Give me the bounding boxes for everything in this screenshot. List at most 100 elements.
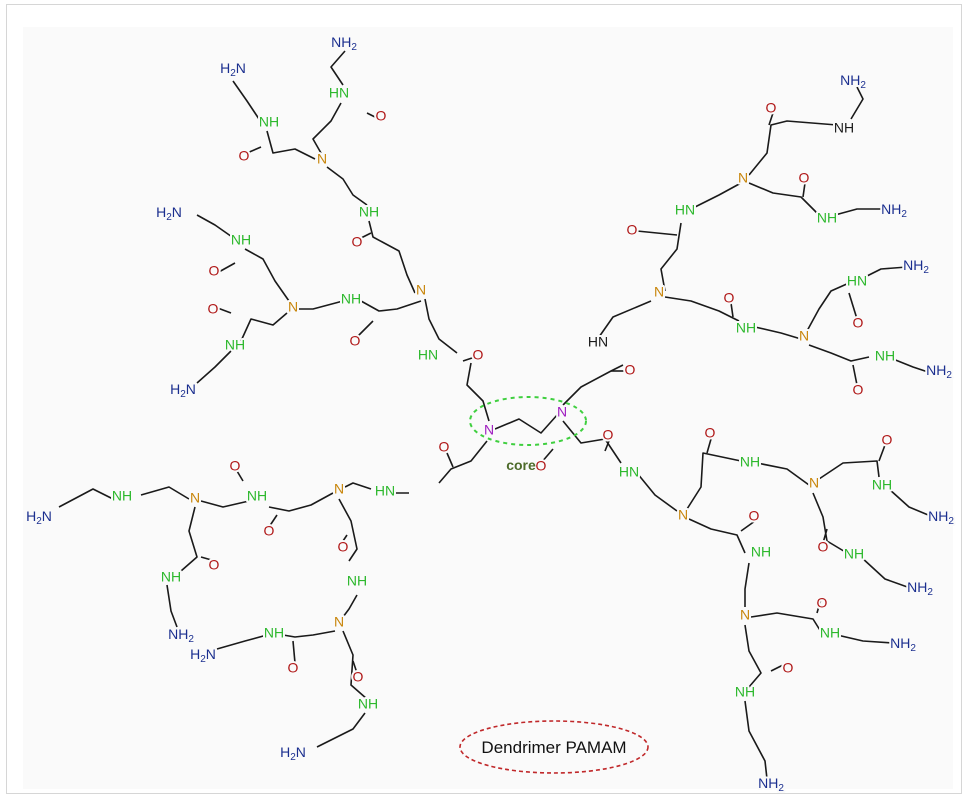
atom-label-halo: HN [588, 334, 608, 350]
atom-label-halo: H2N [26, 508, 52, 527]
atom-label-halo: O [352, 234, 363, 250]
atom-label-halo: NH [359, 204, 379, 220]
atom-label-halo: O [439, 439, 450, 455]
atom-label: N [809, 475, 819, 491]
atom-label-halo: O [376, 108, 387, 124]
atom-label-halo: NH2 [926, 362, 952, 381]
atom-label: HN [619, 464, 639, 480]
atom-label: NH2 [840, 72, 866, 91]
atom-label-halo: NH2 [331, 34, 357, 53]
atom-label-halo: H2N [190, 646, 216, 665]
atom-label: NH2 [903, 257, 929, 276]
atom-label: NH2 [758, 775, 784, 794]
atom-label: NH [341, 291, 361, 307]
atom-label-halo: HN [329, 85, 349, 101]
atom-label-halo: O [536, 458, 547, 474]
atom-label-halo: N [738, 170, 748, 186]
atom-label: H2N [26, 508, 52, 527]
atom-label-halo: N [334, 614, 344, 630]
atom-label-halo: N [654, 284, 664, 300]
atom-label-halo: NH [264, 625, 284, 641]
atom-label: H2N [170, 381, 196, 400]
atom-label-halo: O [208, 301, 219, 317]
atom-label: NH2 [907, 579, 933, 598]
atom-label-halo: O [853, 382, 864, 398]
atom-label-halo: NH2 [168, 626, 194, 645]
atom-label: HN [329, 85, 349, 101]
atom-label-halo: N [190, 490, 200, 506]
atom-label-halo: H2N [220, 60, 246, 79]
atom-label-halo: NH2 [903, 257, 929, 276]
atom-label: NH2 [331, 34, 357, 53]
atom-label-halo: N [678, 507, 688, 523]
atom-label: H2N [190, 646, 216, 665]
atom-label: HN [675, 202, 695, 218]
diagram-title: Dendrimer PAMAM [481, 738, 626, 757]
atom-label-halo: NH2 [928, 508, 954, 527]
atom-label: NH [358, 696, 378, 712]
atom-label: HN [375, 483, 395, 499]
atom-label: NH [225, 337, 245, 353]
atom-label: NH2 [890, 635, 916, 654]
atom-label: O [783, 660, 794, 676]
atom-label-halo: H2N [156, 204, 182, 223]
atom-label-halo: O [724, 290, 735, 306]
atom-label: NH [875, 348, 895, 364]
atom-label: O [817, 595, 828, 611]
atom-label: H2N [220, 60, 246, 79]
bond-skeleton [58, 50, 934, 780]
atom-label-halo: NH [736, 320, 756, 336]
atom-label-halo: NH [751, 544, 771, 560]
atom-label-halo: N [288, 299, 298, 315]
atom-label-halo: O [288, 660, 299, 676]
atom-label: O [705, 425, 716, 441]
atom-label: O [264, 523, 275, 539]
atom-label-halo: NH [740, 454, 760, 470]
atom-label-halo: NH2 [758, 775, 784, 794]
atom-label-halo: O [799, 170, 810, 186]
atom-label-halo: O [625, 362, 636, 378]
atom-label-halo: O [239, 148, 250, 164]
atom-label-halo: NH [247, 488, 267, 504]
atom-label-halo: NH [225, 337, 245, 353]
atom-label: HN [588, 334, 608, 350]
atom-label-halo: O [783, 660, 794, 676]
atom-label: NH [751, 544, 771, 560]
atom-label: N [190, 490, 200, 506]
atom-label-halo: HN [375, 483, 395, 499]
atom-label: NH [817, 210, 837, 226]
atom-label-halo: HN [418, 347, 438, 363]
atom-label: N [334, 614, 344, 630]
atom-label: NH [112, 488, 132, 504]
atom-label: NH2 [881, 201, 907, 220]
atom-label-halo: N [317, 151, 327, 167]
atom-label-halo: O [705, 425, 716, 441]
atom-label-halo: O [749, 508, 760, 524]
atom-label: O [766, 100, 777, 116]
atom-label: O [230, 458, 241, 474]
atom-label-halo: HN [619, 464, 639, 480]
atom-label: NH [735, 684, 755, 700]
atom-label-halo: O [209, 557, 220, 573]
atom-label: NH [231, 232, 251, 248]
atom-label: N [557, 404, 567, 420]
atom-label-halo: NH2 [881, 201, 907, 220]
atom-label: O [818, 539, 829, 555]
atom-label: NH [844, 546, 864, 562]
atom-label-halo: N [740, 607, 750, 623]
atom-label-halo: O [882, 432, 893, 448]
atom-label-halo: N [799, 328, 809, 344]
atom-label: N [334, 481, 344, 497]
atom-label-halo: O [209, 263, 220, 279]
atom-label: NH2 [168, 626, 194, 645]
atom-label: O [439, 439, 450, 455]
atom-label-halo: HN [847, 273, 867, 289]
atom-label-halo: NH [844, 546, 864, 562]
atom-label-halo: N [416, 282, 426, 298]
atom-label-halo: O [338, 539, 349, 555]
atom-label-halo: O [264, 523, 275, 539]
atom-label: HN [418, 347, 438, 363]
atom-label-halo: NH [112, 488, 132, 504]
atom-label-halo: NH [834, 120, 854, 136]
